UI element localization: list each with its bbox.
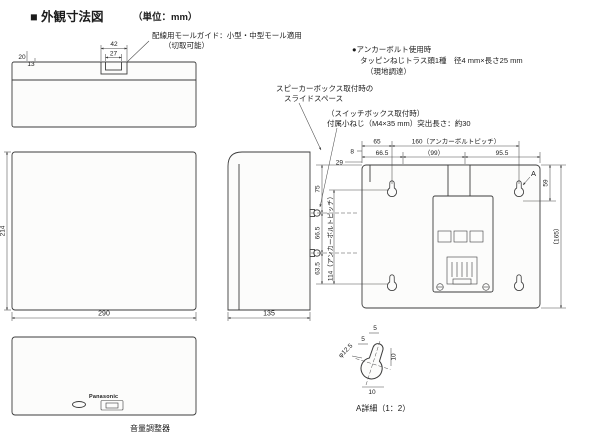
annotation-anchor-line2: タッピンねじトラス頭1種 径4 mm×長さ25 mm [360,55,523,65]
annotation-volume-label: 音量調整器 [130,423,170,433]
top-view-dimension-lines [26,40,150,63]
dim-rear-rail-offset-a: 8 [350,149,354,156]
dim-rear-bolt-pitch-h: 160（アンカーボルトピッチ） [412,138,501,146]
dim-rear-bolt-pitch-v: 114（アンカーボルトピッチ） [327,193,335,281]
dim-rear-screw-to-hole: 63.5 [315,262,322,275]
detail-a-dimension-lines [351,332,392,388]
dim-rear-screw-pitch: 66.5 [315,226,322,239]
annotation-switch-line2: 付属小ねじ（M4×35 mm）突出長さ：約30 [327,118,471,128]
dim-detail-phi: φ12.5 [337,342,354,359]
annotation-mold-guide-line2: （切取可能） [164,40,209,50]
bottom-view-drawing [11,336,197,416]
dim-rear-overall-right: （165） [553,225,561,249]
side-view-dimension-lines [227,312,311,321]
rear-view-dimension-lines [316,141,566,309]
dim-front-width: 290 [98,311,110,318]
dim-guide-outer-width: 42 [110,41,118,48]
detail-a-shape [360,343,384,380]
annotation-anchor-line3: （現地調達） [366,66,411,76]
dim-detail-10b: 10 [368,389,376,396]
rear-view-drawing [361,164,541,309]
annotation-detail-label: A詳細（1：2） [356,403,410,413]
dim-rear-span-right: 95.5 [496,150,509,157]
dim-guide-inner-depth: 13 [27,61,35,68]
dim-detail-5b: 5 [361,336,365,343]
dim-rear-edge-to-rail: 66.5 [376,150,389,157]
front-view-dimension-lines [4,151,197,321]
dim-detail-10a: 10 [391,353,398,361]
top-view-drawing [11,61,197,128]
dim-rear-edge-to-hole: 65 [373,139,381,146]
side-view-drawing [227,151,321,311]
dim-rear-top-to-hole-right: 59 [543,179,550,187]
dim-front-height: 214 [0,225,7,236]
front-view-drawing [11,151,197,311]
dim-detail-5a: 5 [373,325,377,332]
page-title: ■ 外観寸法図 [30,9,104,24]
page-title-unit: （単位：mm） [133,11,197,23]
dim-rear-rail-offset-b: 29 [336,160,344,167]
detail-ref-label: A [531,169,536,178]
dim-guide-outer-depth: 20 [18,54,26,61]
detail-cross-centerline [355,358,391,370]
detail-axis-centerline [365,340,381,386]
annotation-slide-line1: スピーカーボックス取付時の [276,83,373,93]
annotation-slide-line2: スライドスペース [284,94,343,103]
dim-guide-inner-width: 27 [110,51,118,58]
brand-logo-text: Panasonic [89,394,118,400]
annotation-mold-guide-line1: 配線用モールガイド：小型・中型モール適用 [152,30,302,40]
annotation-switch-line1: （スイッチボックス取付時） [327,108,424,118]
dim-rear-top-to-screw: 75 [315,185,322,193]
dim-rear-span-mid: （99） [424,149,444,157]
dim-side-depth: 135 [263,311,275,318]
annotation-anchor-line1: ●アンカーボルト使用時 [352,44,432,54]
